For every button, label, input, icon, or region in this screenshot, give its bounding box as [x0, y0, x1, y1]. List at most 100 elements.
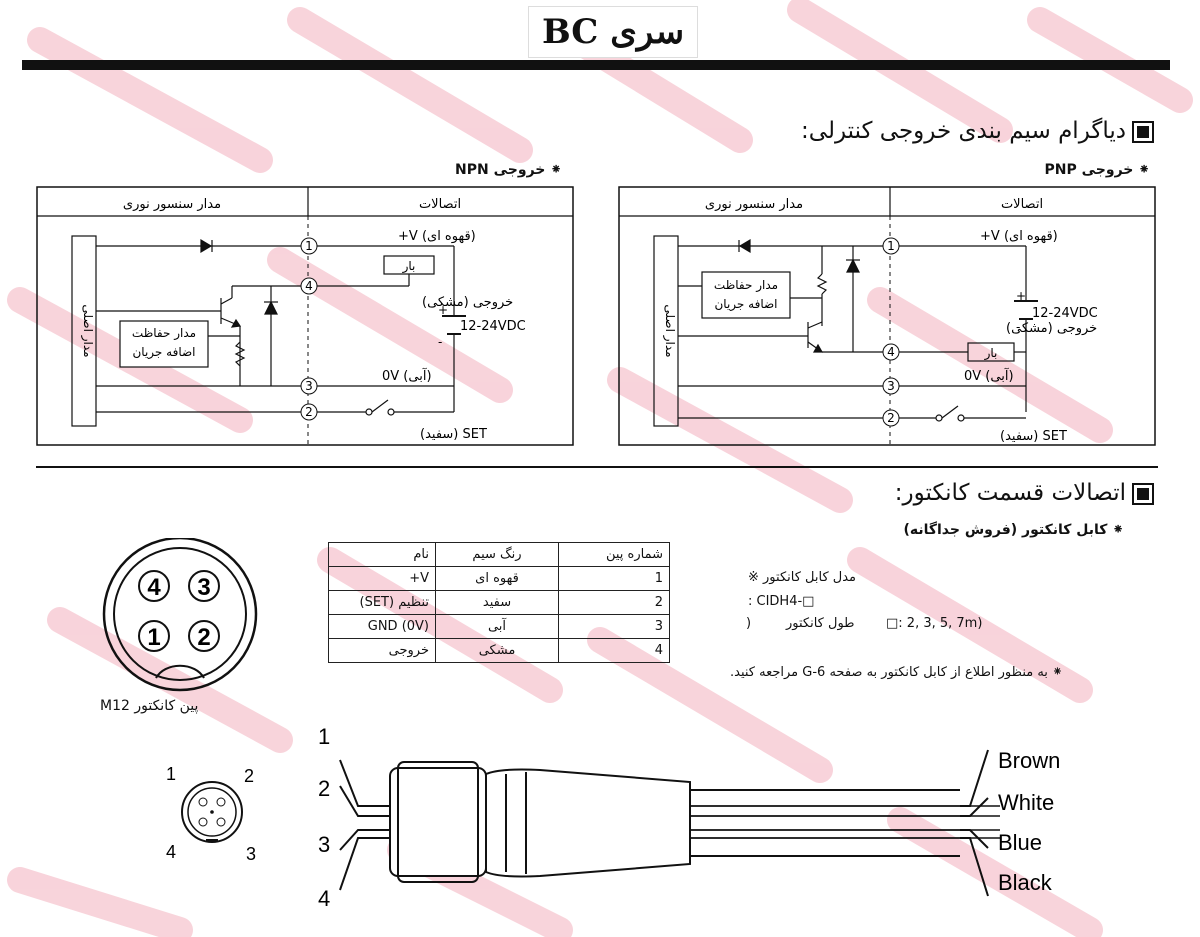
pnp-subtitle: ⁕ خروجی PNP — [1045, 162, 1151, 178]
asterisk-icon: ⁕ — [545, 162, 562, 178]
pnp-pin-2: 2 — [887, 411, 895, 425]
face-label: پین کانکتور M12 — [100, 698, 199, 714]
cable-subtitle-text: کابل کانکتور (فروش جداگانه) — [903, 522, 1108, 538]
face-pin-4: 4 — [147, 574, 161, 601]
reference-note: ⁕ به منظور اطلاع از کابل کانکتور به صفحه… — [730, 665, 1063, 680]
wiring-heading: دیاگرام سیم بندی خروجی کنترلی: — [801, 118, 1154, 144]
m12-connector-face: 4 3 1 2 — [102, 538, 258, 692]
npn-wire-3: (آبی) 0V — [382, 367, 432, 384]
table-row: 2 سفید تنظیم (SET) — [328, 590, 670, 615]
npn-protection-2: اضافه جریان — [132, 345, 195, 360]
cell-pin: 3 — [558, 614, 670, 639]
npn-col-connections: اتصالات — [419, 197, 461, 212]
cell-color: قهوه ای — [435, 566, 559, 591]
model-code: : CIDH4-□ — [748, 594, 815, 609]
face-pin-1: 1 — [147, 624, 160, 651]
npn-load: بار — [402, 259, 416, 274]
wiring-heading-text: دیاگرام سیم بندی خروجی کنترلی: — [801, 118, 1126, 144]
npn-subtitle: ⁕ خروجی NPN — [455, 162, 562, 178]
wire-color-blue: Blue — [998, 830, 1042, 855]
cable-number-4: 4 — [318, 886, 330, 911]
face-pin-2: 2 — [197, 624, 210, 651]
pnp-subtitle-text: خروجی PNP — [1044, 162, 1134, 178]
pin-table: شماره پین رنگ سیم نام 1 قهوه ای V+ 2 سفی… — [328, 542, 670, 663]
npn-pin-2: 2 — [305, 405, 313, 419]
cell-name: خروجی — [328, 638, 436, 663]
cell-color: سفید — [435, 590, 559, 615]
cell-name: V+ — [328, 566, 436, 591]
table-row: 3 آبی GND (0V) — [328, 614, 670, 639]
pnp-minus: - — [1016, 320, 1020, 334]
wire-color-black: Black — [998, 870, 1053, 895]
small-pin-4: 4 — [166, 842, 176, 862]
asterisk-icon: ⁕ — [1047, 665, 1063, 680]
pnp-pin-4: 4 — [887, 345, 895, 359]
cell-name: GND (0V) — [328, 614, 436, 639]
small-pin-2: 2 — [244, 766, 254, 786]
pnp-protection-2: اضافه جریان — [714, 297, 777, 312]
pnp-load: بار — [984, 346, 998, 361]
header-name: نام — [328, 542, 436, 567]
cell-color: آبی — [435, 614, 559, 639]
cell-pin: 1 — [558, 566, 670, 591]
cell-name: تنظیم (SET) — [328, 590, 436, 615]
cell-pin: 2 — [558, 590, 670, 615]
cell-color: مشکی — [435, 638, 559, 663]
pnp-wire-1: (قهوه ای) V+ — [980, 229, 1058, 244]
cell-pin: 4 — [558, 638, 670, 663]
asterisk-icon: ⁕ — [1107, 522, 1124, 538]
pnp-col-sensor: مدار سنسور نوری — [705, 197, 803, 212]
npn-subtitle-text: خروجی NPN — [455, 162, 546, 178]
npn-wire-4: خروجی (مشکی) — [422, 295, 513, 310]
header-pin: شماره پین — [558, 542, 670, 567]
length-values: □: 2, 3, 5, 7m) — [886, 616, 983, 631]
square-bullet-icon — [1132, 482, 1154, 505]
length-label: طول کانکتور — [786, 616, 855, 631]
section-divider — [36, 466, 1158, 468]
pnp-protection-1: مدار حفاظت — [714, 278, 778, 293]
cable-number-3: 3 — [318, 832, 330, 857]
npn-supply: 12-24VDC — [460, 319, 526, 334]
small-pin-1: 1 — [166, 764, 176, 784]
small-connector-face: 1 2 3 4 — [166, 764, 256, 864]
npn-pin-3: 3 — [305, 379, 313, 393]
wire-color-white: White — [998, 790, 1054, 815]
npn-wiring-diagram: مدار سنسور نوری اتصالات مدار اصلی — [36, 186, 574, 446]
npn-wire-2: SET (سفید) — [420, 427, 487, 442]
npn-plus: + — [438, 303, 448, 317]
pnp-wire-4: خروجی (مشکی) — [1006, 321, 1097, 336]
pnp-col-connections: اتصالات — [1001, 197, 1043, 212]
pnp-main-circuit: مدار اصلی — [662, 304, 677, 357]
cable-number-1: 1 — [318, 724, 330, 749]
pnp-pin-1: 1 — [887, 239, 895, 253]
table-row: 4 مشکی خروجی — [328, 638, 670, 663]
length-close: ) — [746, 616, 752, 631]
small-pin-3: 3 — [246, 844, 256, 864]
face-pin-3: 3 — [197, 574, 210, 601]
npn-pin-1: 1 — [305, 239, 313, 253]
wire-color-brown: Brown — [998, 748, 1060, 773]
cable-subtitle: ⁕ کابل کانکتور (فروش جداگانه) — [903, 522, 1124, 538]
model-title: مدل کابل کانکتور ※ — [748, 570, 856, 585]
pnp-supply: 12-24VDC — [1032, 306, 1098, 321]
header-color: رنگ سیم — [435, 542, 559, 567]
pnp-wiring-diagram: مدار سنسور نوری اتصالات مدار اصلی — [618, 186, 1156, 446]
npn-main-circuit: مدار اصلی — [80, 304, 95, 357]
asterisk-icon: ⁕ — [1133, 162, 1150, 178]
pnp-pin-3: 3 — [887, 379, 895, 393]
npn-minus: - — [438, 335, 442, 349]
square-bullet-icon — [1132, 120, 1154, 143]
title-divider — [22, 60, 1170, 70]
pnp-wire-2: SET (سفید) — [1000, 429, 1067, 444]
pnp-plus: + — [1016, 289, 1026, 303]
npn-pin-4: 4 — [305, 279, 313, 293]
table-row: 1 قهوه ای V+ — [328, 566, 670, 591]
page-title: سری BC — [528, 6, 698, 58]
npn-protection-1: مدار حفاظت — [132, 326, 196, 341]
npn-wire-1: (قهوه ای) V+ — [398, 229, 476, 244]
reference-note-text: به منظور اطلاع از کابل کانکتور به صفحه G… — [730, 665, 1048, 680]
connector-heading-text: اتصالات قسمت کانکتور: — [894, 480, 1126, 506]
cable-number-2: 2 — [318, 776, 330, 801]
connector-cable-drawing: 1 2 3 4 Brown White Blue Black — [318, 724, 1060, 911]
pnp-wire-3: (آبی) 0V — [964, 367, 1014, 384]
